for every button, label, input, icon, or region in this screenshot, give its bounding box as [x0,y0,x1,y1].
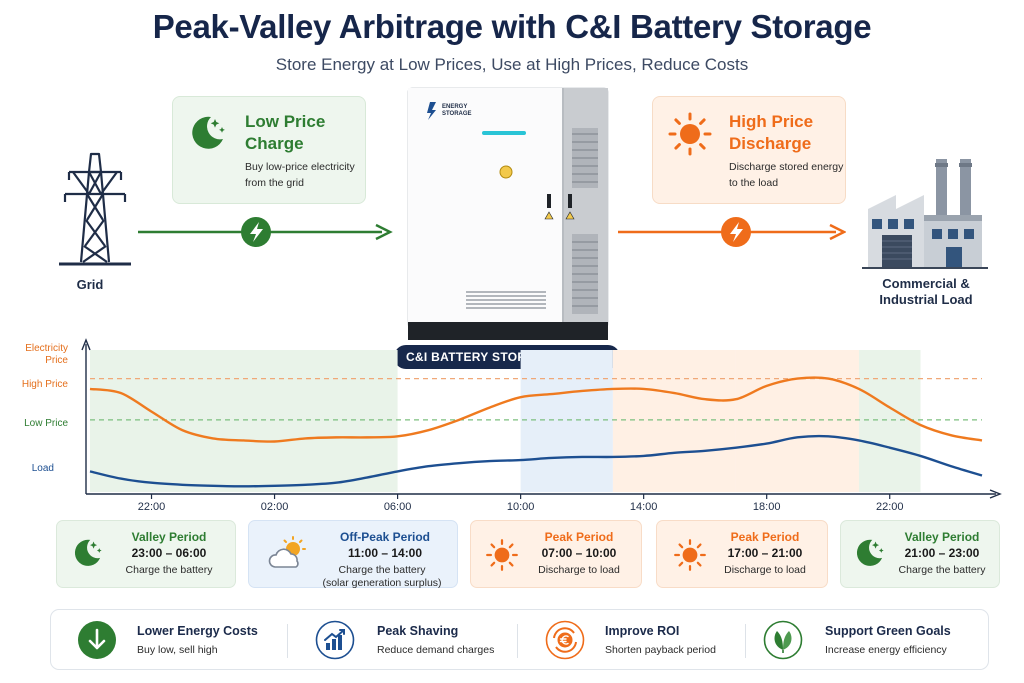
moon-stars-icon [856,539,884,566]
period-description: Discharge to load [538,564,620,576]
period-time: 11:00 – 14:00 [347,546,423,560]
partly-sunny-icon [268,536,306,568]
period-description: Discharge to load [724,564,806,576]
benefit-description: Reduce demand charges [377,644,495,656]
x-tick-label: 18:00 [753,501,781,513]
period-time: 07:00 – 10:00 [541,546,617,560]
leaf-icon [763,620,803,660]
load-label: Load [31,463,54,474]
reference-lines [90,378,982,421]
moon-stars-icon [74,539,102,566]
series-line-electricity-price [89,376,983,443]
page-title: Peak-Valley Arbitrage with C&I Battery S… [152,8,872,45]
page-subtitle: Store Energy at Low Prices, Use at High … [275,55,749,74]
period-description: Charge the battery [898,564,986,576]
benefit-description: Shorten payback period [605,644,716,656]
period-title: Valley Period [904,530,980,544]
moon-stars-icon [192,116,225,149]
sun-icon [668,112,712,156]
x-tick-label: 22:00 [876,501,904,513]
period-card-peak-evening: Peak Period 17:00 – 21:00 Discharge to l… [656,520,828,588]
charge-flow-arrow [138,217,393,247]
x-tick-label: 10:00 [507,501,535,513]
x-tick-label: 14:00 [630,501,658,513]
transmission-tower-icon [59,152,131,266]
period-card-valley-evening: Valley Period 21:00 – 23:00 Charge the b… [840,520,1000,588]
benefits-bar: Lower Energy Costs Buy low, sell high Pe… [50,609,989,670]
benefit-description: Increase energy efficiency [825,644,947,656]
period-band-0 [90,350,398,492]
x-tick-label: 06:00 [384,501,412,513]
divider [287,624,288,658]
period-title: Peak Period [544,530,614,544]
divider [745,624,746,658]
period-band-2 [612,350,736,492]
cabinet-brand-line-2: STORAGE [442,111,472,117]
series-line-load [89,434,983,488]
benefit-title: Lower Energy Costs [137,624,258,638]
commercial-industrial-load-label: Commercial &Industrial Load [879,276,973,307]
lightning-icon [250,222,263,242]
benefit-title: Improve ROI [605,624,680,638]
euro-cycle-icon [545,620,585,660]
discharge-flow-arrow [618,217,846,247]
cabinet-brand-line-1: ENERGY [442,104,467,110]
period-band-3 [735,350,859,492]
down-arrow-icon [78,621,116,659]
low-price-label: Low Price [24,418,68,429]
y-axis-label: Electricity Price [25,343,68,366]
price-load-chart: 22:00 02:00 06:00 10:00 14:00 18:00 22:00 [81,338,1002,513]
rising-chart-icon [315,620,355,660]
benefit-description: Buy low, sell high [137,644,218,656]
x-axis-ticks: 22:00 02:00 06:00 10:00 14:00 18:00 22:00 [138,494,904,513]
benefit-title: Support Green Goals [825,624,951,638]
period-card-valley-night: Valley Period 23:00 – 06:00 Charge the b… [56,520,236,588]
benefit-title: Peak Shaving [377,624,459,638]
period-band-1 [520,350,613,492]
period-bands [90,350,921,492]
factory-icon [862,159,988,269]
period-title: Valley Period [131,530,207,544]
period-title: Off-Peak Period [339,530,431,544]
x-tick-label: 22:00 [138,501,166,513]
period-description: Charge the battery(solar generation surp… [322,564,442,589]
battery-storage-cabinet: ENERGY STORAGE [407,87,609,340]
period-title: Peak Period [730,530,800,544]
period-card-off-peak: Off-Peak Period 11:00 – 14:00 Charge the… [248,520,458,589]
high-price-label: High Price [21,379,68,390]
period-time: 17:00 – 21:00 [727,546,803,560]
x-tick-label: 02:00 [261,501,289,513]
sun-icon [486,539,518,571]
period-card-peak-morning: Peak Period 07:00 – 10:00 Discharge to l… [470,520,642,588]
divider [517,624,518,658]
sun-icon [674,539,706,571]
period-time: 23:00 – 06:00 [131,546,207,560]
grid-label: Grid [76,277,104,292]
period-description: Charge the battery [125,564,213,576]
period-time: 21:00 – 23:00 [904,546,980,560]
lightning-icon [730,222,743,242]
energy-storage-logo-icon [427,102,436,120]
